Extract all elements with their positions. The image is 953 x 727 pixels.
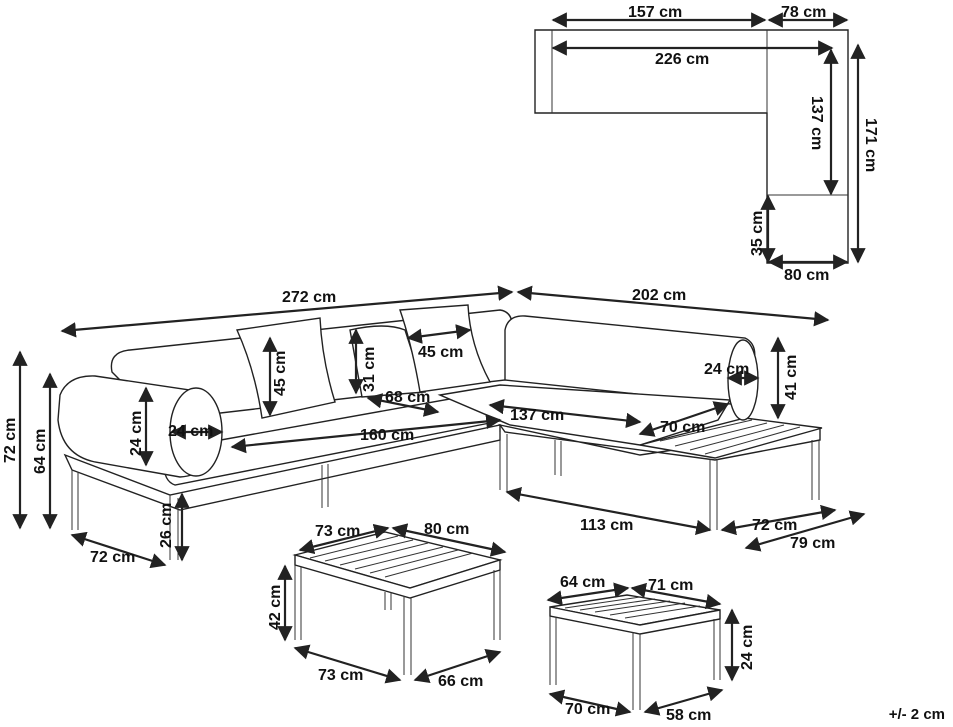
sofa-drawing: 272 cm 202 cm 72 cm 64 cm 26 cm 72 cm 24… [2,285,866,569]
sofa-right-depth-label: 79 cm [790,535,835,552]
sofa-bolster-diameter-label: 24 cm [168,423,213,440]
large-table-top-depth-label: 73 cm [315,523,360,540]
small-table-base-width-label: 58 cm [666,707,711,724]
plan-inner-length-label: 226 cm [655,51,709,68]
sofa-pillow-left [235,317,336,419]
sofa-armrest-height-label: 41 cm [783,355,800,400]
plan-width-left-label: 157 cm [628,4,682,21]
sofa-depth-label: 72 cm [90,549,135,566]
sofa-bolster-length-label: 24 cm [128,411,145,456]
sofa-seat-length-right-label: 137 cm [510,407,564,424]
sofa-pillow-height-label: 45 cm [272,351,289,396]
sofa-seat-height-label: 26 cm [158,503,175,548]
sofa-seat-depth-label: 68 cm [385,389,430,406]
plan-view: 157 cm 78 cm 226 cm 137 cm 171 cm 35 cm … [534,4,879,284]
sofa-shelf-depth-label: 72 cm [752,517,797,534]
large-table-drawing: 73 cm 80 cm 42 cm 73 cm 66 cm [267,521,507,690]
plan-leg-depth-label: 35 cm [749,211,766,256]
plan-leg-width-label: 80 cm [784,267,829,284]
small-table-drawing: 64 cm 71 cm 24 cm 70 cm 58 cm [546,574,756,724]
sofa-back-cushion-label: 31 cm [361,347,378,392]
sofa-bolster-right-label: 24 cm [704,361,749,378]
sofa-seat-length-left-label: 160 cm [360,427,414,444]
small-table-height-label: 24 cm [739,625,756,670]
large-table-top-width-label: 80 cm [424,521,469,538]
small-table-base-depth-label: 70 cm [565,701,610,718]
plan-width-right-label: 78 cm [781,4,826,21]
plan-depth-total-label: 171 cm [862,118,879,172]
large-table-base-depth-label: 73 cm [318,667,363,684]
sofa-pillow-width-label: 45 cm [418,344,463,361]
sofa-height-total-label: 72 cm [2,418,19,463]
small-table-top-width-label: 71 cm [648,577,693,594]
sofa-length-right-label: 202 cm [632,287,686,304]
tolerance-note: +/- 2 cm [888,706,945,723]
sofa-shelf-width-label: 70 cm [660,419,705,436]
large-table-base-width-label: 66 cm [438,673,483,690]
sofa-height-back-label: 64 cm [32,429,49,474]
sofa-length-left-label: 272 cm [282,289,336,306]
small-table-top-depth-label: 64 cm [560,574,605,591]
sofa-right-bolster [727,339,759,421]
large-table-height-label: 42 cm [267,585,284,630]
plan-depth-inner-label: 137 cm [808,96,825,150]
sofa-base-length-right-label: 113 cm [580,517,633,534]
